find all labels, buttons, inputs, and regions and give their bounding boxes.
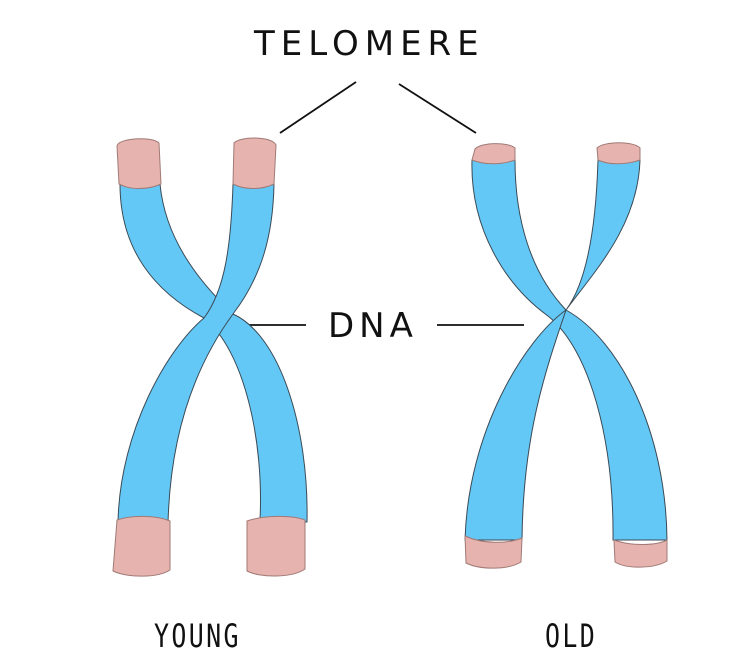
telomere-label: TELOMERE [254,24,485,64]
old-telomere-bottom-left [464,535,523,569]
old-telomere-bottom-right [613,539,668,568]
old-chromosome [464,142,668,569]
telomere-leader-line-left [279,81,357,134]
old-telomere-top-left [471,143,516,165]
young-chromosome [112,137,308,577]
young-telomere-top-left [116,138,162,189]
telomere-leader-line-right [398,83,477,134]
young-chromatid-left [119,183,308,523]
young-telomere-bottom-right [246,515,306,577]
old-telomere-top-right [596,142,641,165]
young-telomere-top-right [232,137,277,189]
young-caption: YOUNG [154,617,241,655]
young-telomere-bottom-left [112,515,171,577]
old-caption: OLD [545,617,598,655]
dna-label: DNA [328,306,418,346]
